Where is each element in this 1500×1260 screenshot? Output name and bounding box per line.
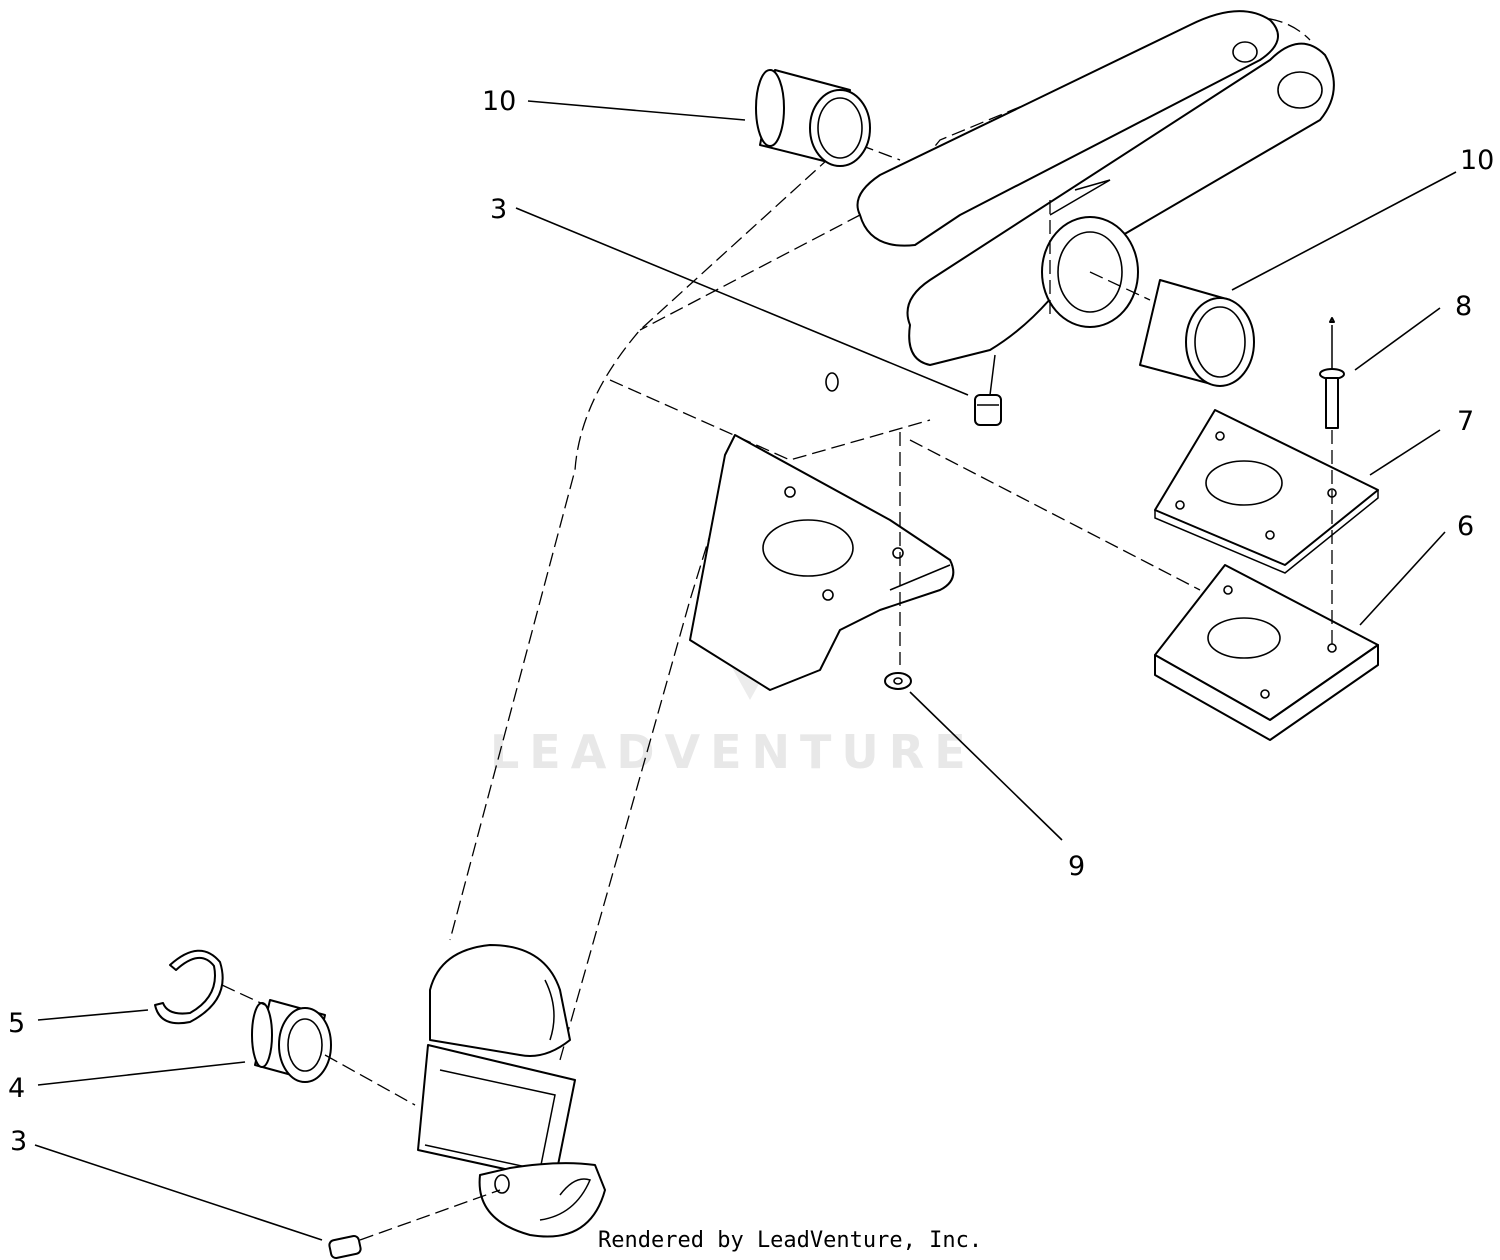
plate-lower	[1154, 564, 1379, 741]
grease-fitting-upper	[974, 354, 1002, 426]
callout-plate-lower: 6	[1457, 511, 1474, 542]
plate-upper	[1154, 409, 1379, 574]
bushing-upper	[755, 69, 901, 167]
callout-washer: 9	[1068, 851, 1085, 882]
callout-rivet: 8	[1455, 291, 1472, 322]
retaining-ring	[154, 949, 224, 1025]
callout-flanged-bushing: 4	[8, 1073, 25, 1104]
mounting-bracket	[689, 434, 955, 691]
grease-fitting-lower	[328, 1189, 501, 1259]
flanged-bushing	[221, 984, 416, 1106]
lower-knuckle	[417, 944, 606, 1238]
render-credit: Rendered by LeadVenture, Inc.	[598, 1228, 982, 1253]
watermark-text: LEADVENTURE	[490, 725, 976, 779]
callout-retaining-ring: 5	[8, 1008, 25, 1039]
callout-bushing-upper: 10	[482, 86, 516, 117]
washer	[884, 432, 912, 690]
bushing-right	[1139, 279, 1255, 387]
callout-grease-fitting-lower: 3	[10, 1126, 27, 1157]
callout-bushing-right: 10	[1460, 145, 1494, 176]
callout-plate-upper: 7	[1457, 406, 1474, 437]
callout-grease-fitting-upper: 3	[490, 194, 507, 225]
leader-lines	[34, 100, 1457, 1241]
callout-labels: 10 10 3 3 8 7 6 9 5 4	[8, 86, 1494, 1157]
rivet	[1319, 317, 1345, 650]
yoke-assembly	[856, 10, 1335, 426]
